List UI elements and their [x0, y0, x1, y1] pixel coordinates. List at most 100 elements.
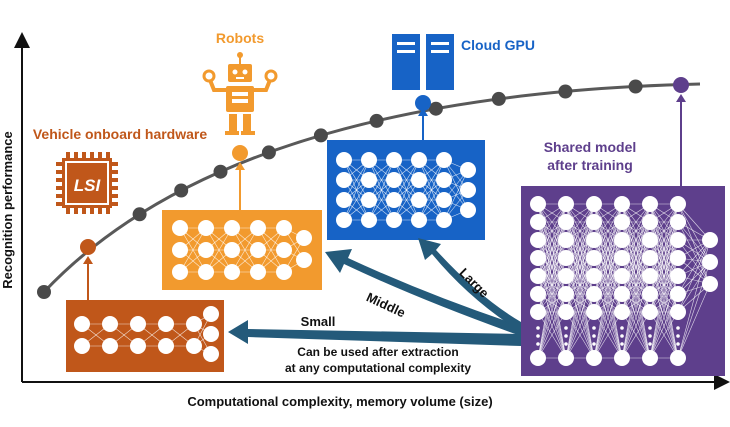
neuron: [586, 350, 602, 366]
neuron: [276, 264, 292, 280]
neuron: [172, 220, 188, 236]
shared-model-label-line2: after training: [547, 157, 633, 173]
curve-dot: [213, 164, 228, 179]
neuron: [224, 242, 240, 258]
x-axis-label: Computational complexity, memory volume …: [187, 394, 492, 409]
neuron: [296, 230, 312, 246]
neuron: [614, 232, 630, 248]
robots-label: Robots: [216, 30, 264, 46]
neuron: [558, 196, 574, 212]
shared-network: [530, 196, 718, 366]
neuron: [558, 286, 574, 302]
neuron: [530, 350, 546, 366]
neuron: [460, 162, 476, 178]
neuron: [614, 214, 630, 230]
neuron: [614, 286, 630, 302]
cloud-gpu-label: Cloud GPU: [461, 37, 535, 53]
neuron: [411, 192, 427, 208]
neuron: [586, 304, 602, 320]
neuron: [224, 264, 240, 280]
neuron: [670, 350, 686, 366]
neuron: [276, 220, 292, 236]
neuron: [614, 250, 630, 266]
neuron: [558, 304, 574, 320]
neuron: [386, 172, 402, 188]
y-axis-label: Recognition performance: [0, 131, 15, 288]
neuron: [436, 152, 452, 168]
neuron: [361, 192, 377, 208]
vehicle-point: [80, 239, 96, 255]
neuron: [670, 232, 686, 248]
neuron: [336, 212, 352, 228]
neuron: [436, 172, 452, 188]
neuron: [203, 326, 219, 342]
neuron: [172, 264, 188, 280]
neuron: [336, 152, 352, 168]
neuron: [74, 316, 90, 332]
neuron: [614, 350, 630, 366]
neuron: [74, 338, 90, 354]
neuron: [386, 192, 402, 208]
neuron: [158, 316, 174, 332]
robot-icon: [202, 52, 278, 135]
neuron: [186, 338, 202, 354]
neuron: [670, 196, 686, 212]
neuron: [411, 212, 427, 228]
curve-dot: [313, 128, 328, 143]
neuron: [558, 250, 574, 266]
neuron: [276, 242, 292, 258]
note-line2: at any computational complexity: [285, 361, 471, 375]
curve-dot: [369, 113, 384, 128]
neuron: [642, 196, 658, 212]
neuron: [224, 220, 240, 236]
neuron: [558, 232, 574, 248]
neuron: [530, 250, 546, 266]
neuron: [702, 254, 718, 270]
neuron: [670, 250, 686, 266]
neuron: [670, 304, 686, 320]
neuron: [460, 202, 476, 218]
neuron: [558, 214, 574, 230]
shared-model-point: [673, 77, 689, 93]
vehicle-label: Vehicle onboard hardware: [33, 126, 207, 142]
neuron: [586, 196, 602, 212]
neuron: [642, 250, 658, 266]
robots-point: [232, 145, 248, 161]
small-arrow: [228, 320, 521, 346]
neuron: [530, 232, 546, 248]
neuron: [411, 172, 427, 188]
neuron: [336, 172, 352, 188]
neuron: [198, 242, 214, 258]
lsi-chip-text: LSI: [74, 176, 102, 195]
lsi-chip-icon: [56, 152, 118, 214]
server-icon: [392, 34, 454, 90]
neuron: [361, 152, 377, 168]
neuron: [436, 212, 452, 228]
neuron: [642, 304, 658, 320]
small-network: [74, 306, 219, 362]
neuron: [558, 268, 574, 284]
middle-arrow: [325, 249, 521, 336]
neuron: [530, 214, 546, 230]
neuron: [102, 338, 118, 354]
large-arrow: [418, 238, 521, 332]
curve-dot: [132, 207, 147, 222]
neuron: [642, 214, 658, 230]
neuron: [614, 304, 630, 320]
neuron: [614, 196, 630, 212]
curve-dot: [428, 101, 443, 116]
neuron: [198, 220, 214, 236]
neuron: [642, 350, 658, 366]
shared-model-label-line1: Shared model: [544, 139, 637, 155]
neuron: [250, 264, 266, 280]
neuron: [642, 232, 658, 248]
neuron: [411, 152, 427, 168]
neuron: [203, 306, 219, 322]
neuron: [586, 250, 602, 266]
neuron: [158, 338, 174, 354]
neuron: [642, 268, 658, 284]
neuron: [336, 192, 352, 208]
neuron: [203, 346, 219, 362]
neuron: [296, 252, 312, 268]
neuron: [130, 338, 146, 354]
